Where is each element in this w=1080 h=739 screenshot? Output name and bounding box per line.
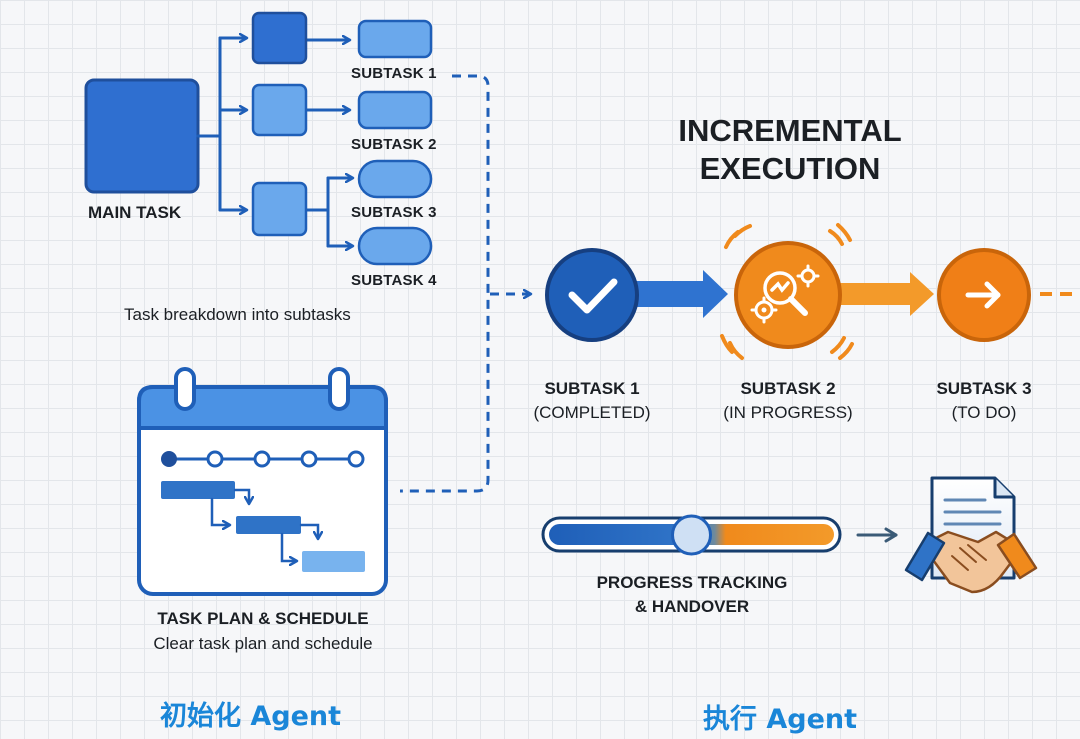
plan-caption: Clear task plan and schedule <box>153 634 373 653</box>
step-3-caption: SUBTASK 3 (TO DO) <box>904 379 1064 423</box>
check-icon <box>568 278 618 314</box>
calendar-icon <box>137 367 388 596</box>
main-task-label: MAIN TASK <box>88 203 182 222</box>
progress-label: PROGRESS TRACKING & HANDOVER <box>572 571 812 619</box>
subtask-pill-3 <box>357 159 433 199</box>
main-task-box <box>84 78 200 194</box>
progress-label-line2: & HANDOVER <box>634 597 750 616</box>
plan-title: TASK PLAN & SCHEDULE <box>157 609 369 628</box>
step-1-status: (COMPLETED) <box>533 403 651 422</box>
subtask-pill-4 <box>357 226 433 266</box>
task-breakdown <box>84 11 433 266</box>
step-2-status: (IN PROGRESS) <box>723 403 853 422</box>
step-2-name: SUBTASK 2 <box>740 379 836 398</box>
step-1-caption: SUBTASK 1 (COMPLETED) <box>512 379 672 423</box>
progress-bar <box>541 514 842 556</box>
motion-rays <box>720 223 854 360</box>
step-1-name: SUBTASK 1 <box>544 379 640 398</box>
step-in-progress <box>720 223 854 360</box>
init-agent-label: 初始化 Agent <box>160 701 342 732</box>
step-2-caption: SUBTASK 2 (IN PROGRESS) <box>708 379 868 423</box>
step-to-do <box>937 248 1031 342</box>
arrow-1-to-2 <box>630 270 728 318</box>
execution-title-line2: EXECUTION <box>699 151 881 186</box>
gear-search-icon <box>750 264 820 324</box>
execution-flow <box>545 223 1080 360</box>
level1-box-3 <box>251 181 308 237</box>
execution-title-line1: INCREMENTAL <box>678 113 902 148</box>
breakdown-connectors <box>196 38 352 246</box>
breakdown-caption: Task breakdown into subtasks <box>124 305 351 324</box>
subtask-label-2: SUBTASK 2 <box>351 136 437 153</box>
execution-title: INCREMENTAL EXECUTION <box>640 112 940 188</box>
subtask-label-4: SUBTASK 4 <box>351 272 437 289</box>
step-3-status: (TO DO) <box>951 403 1017 422</box>
dashed-connector <box>400 74 490 493</box>
subtask-pill-1 <box>357 19 433 59</box>
step-completed <box>545 248 639 342</box>
progress-label-line1: PROGRESS TRACKING <box>596 573 788 592</box>
exec-agent-label: 执行 Agent <box>703 704 858 735</box>
step-3-name: SUBTASK 3 <box>936 379 1032 398</box>
subtask-pill-2 <box>357 90 433 130</box>
subtask-label-3: SUBTASK 3 <box>351 204 437 221</box>
subtask-label-1: SUBTASK 1 <box>351 65 437 82</box>
level1-box-2 <box>251 83 308 137</box>
level1-box-1 <box>251 11 308 65</box>
handshake-icon <box>904 476 1038 594</box>
arrow-right-icon <box>965 281 1001 309</box>
arrow-2-to-3 <box>832 272 934 316</box>
